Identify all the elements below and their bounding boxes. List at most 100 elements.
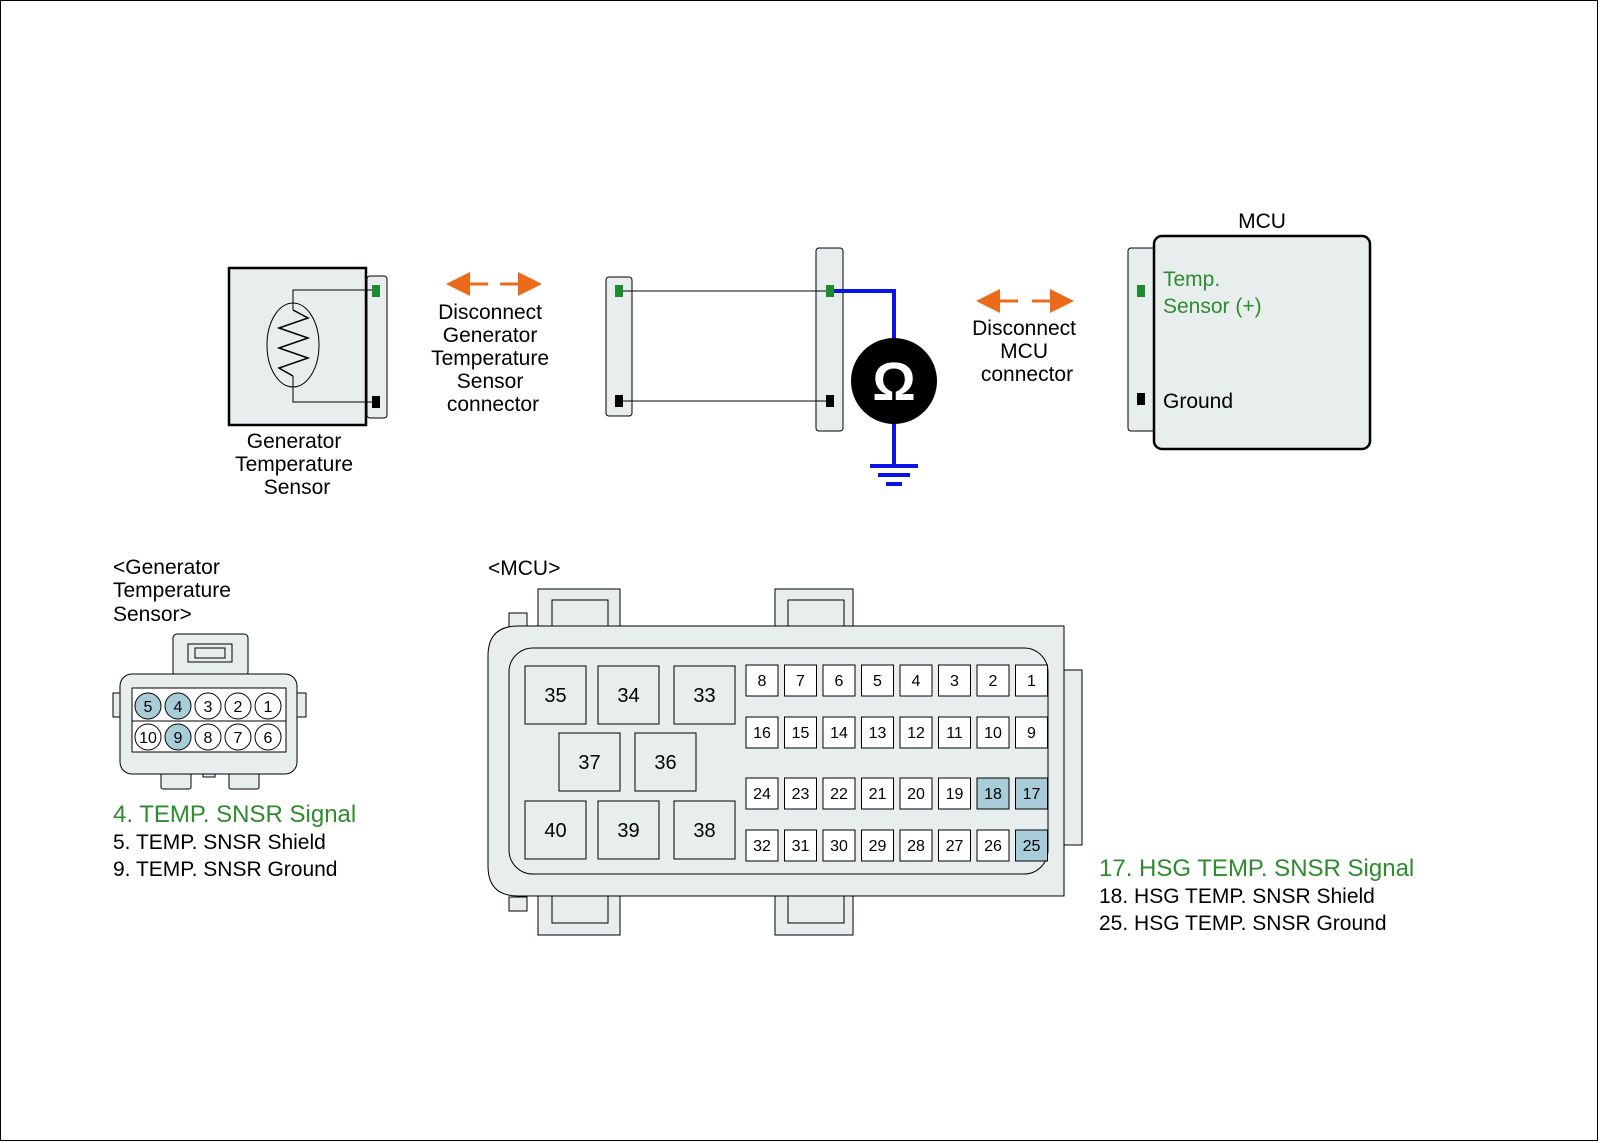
mcu-pin-label-14: 14 xyxy=(830,725,848,742)
mcu-pin-33 xyxy=(673,665,736,725)
mcu-legend-signal: 17. HSG TEMP. SNSR Signal xyxy=(1099,855,1414,882)
mcu-pin-31 xyxy=(784,829,817,862)
mcu-pin-34 xyxy=(597,665,660,725)
mcu-pin-label-34: 34 xyxy=(617,685,639,707)
mcu-block xyxy=(1127,234,1372,451)
mcu-pin-label-26: 26 xyxy=(984,838,1002,855)
mcu-pin-label-2: 2 xyxy=(989,673,998,690)
mcu-pin-label-4: 4 xyxy=(912,673,921,690)
mcu-pin-label-39: 39 xyxy=(617,820,639,842)
sensor-pin-label-3: 3 xyxy=(204,699,213,716)
mcu-pin-label-30: 30 xyxy=(830,838,848,855)
sensor-pin-1 xyxy=(254,692,282,720)
sensor-pin-label-4: 4 xyxy=(174,699,183,716)
mcu-pin-label-38: 38 xyxy=(693,820,715,842)
mcu-pin-label-22: 22 xyxy=(830,786,848,803)
mcu-pin-label-33: 33 xyxy=(693,685,715,707)
sensor-legend-shield: 5. TEMP. SNSR Shield xyxy=(113,831,326,854)
mcu-pin-29 xyxy=(861,829,894,862)
mcu-pin-label-25: 25 xyxy=(1023,838,1041,855)
mcu-pin-6 xyxy=(822,664,856,697)
mcu-pin-label-27: 27 xyxy=(946,838,964,855)
sensor-pin-5 xyxy=(134,692,162,720)
mcu-pin-24 xyxy=(745,777,779,810)
sensor-legend-ground: 9. TEMP. SNSR Ground xyxy=(113,858,338,881)
mcu-legend-shield: 18. HSG TEMP. SNSR Shield xyxy=(1099,885,1375,908)
mcu-pin-label-3: 3 xyxy=(950,673,959,690)
mcu-pin-label-21: 21 xyxy=(869,786,887,803)
mcu-pin-3 xyxy=(938,664,971,697)
mcu-pin-label-18: 18 xyxy=(984,786,1002,803)
mcu-pin-27 xyxy=(938,829,971,862)
sensor-connector-face: 5 4 3 2 1 10 9 8 7 6 xyxy=(112,633,307,790)
mcu-pin-label-7: 7 xyxy=(796,673,805,690)
mcu-pin-32 xyxy=(745,829,779,862)
mcu-pin-13 xyxy=(861,716,894,749)
mcu-pin-12 xyxy=(899,716,933,749)
mcu-pin-22 xyxy=(822,777,856,810)
sensor-connector-title: <Generator Temperature Sensor> xyxy=(113,556,237,626)
mcu-pin-label-1: 1 xyxy=(1027,673,1036,690)
mcu-pin-28 xyxy=(899,829,933,862)
mcu-pin-label-10: 10 xyxy=(984,725,1002,742)
sensor-pin-9 xyxy=(164,723,192,751)
sensor-pin-label-2: 2 xyxy=(234,699,243,716)
mcu-title: MCU xyxy=(1238,210,1286,233)
mcu-pin-label-16: 16 xyxy=(753,725,771,742)
mcu-pin-35 xyxy=(524,665,587,725)
mcu-pin-37 xyxy=(558,732,621,792)
sensor-ground-terminal xyxy=(372,396,380,408)
sensor-pin-label-9: 9 xyxy=(174,730,183,747)
sensor-pin-label-1: 1 xyxy=(264,699,273,716)
sensor-legend-signal: 4. TEMP. SNSR Signal xyxy=(113,801,356,828)
mcu-pin-30 xyxy=(822,829,856,862)
mcu-pin-39 xyxy=(597,800,660,860)
mcu-pin-14 xyxy=(822,716,856,749)
sensor-pin-label-5: 5 xyxy=(144,699,153,716)
mcu-pin-label-9: 9 xyxy=(1027,725,1036,742)
mcu-pin-38 xyxy=(673,800,736,860)
mcu-pin-label-8: 8 xyxy=(758,673,767,690)
harness-wiring xyxy=(605,247,844,432)
svg-text:Ω: Ω xyxy=(872,352,915,412)
mcu-legend-ground: 25. HSG TEMP. SNSR Ground xyxy=(1099,912,1387,935)
mcu-pin-4 xyxy=(899,664,933,697)
sensor-signal-terminal xyxy=(372,285,380,297)
mcu-pin-26 xyxy=(976,829,1010,862)
mcu-pin-label-6: 6 xyxy=(835,673,844,690)
mcu-pin-36 xyxy=(634,732,697,792)
mcu-connector-title: <MCU> xyxy=(488,557,560,580)
mcu-pin-25 xyxy=(1015,829,1048,862)
sensor-pin-label-7: 7 xyxy=(234,730,243,747)
mcu-pin-label-12: 12 xyxy=(907,725,925,742)
mcu-pin-23 xyxy=(784,777,817,810)
sensor-pin-10 xyxy=(134,723,162,751)
mcu-pin-40 xyxy=(524,800,587,860)
mcu-temp-sensor-label: Temp. Sensor (+) xyxy=(1163,268,1262,318)
mcu-pin-2 xyxy=(976,664,1010,697)
ohmmeter-icon: Ω xyxy=(834,289,937,486)
sensor-pin-label-10: 10 xyxy=(139,730,157,747)
mcu-pin-label-15: 15 xyxy=(792,725,810,742)
sensor-pin-3 xyxy=(194,692,222,720)
sensor-pin-7 xyxy=(224,723,252,751)
mcu-pin-5 xyxy=(861,664,894,697)
mcu-pin-15 xyxy=(784,716,817,749)
disconnect-mcu-label: Disconnect MCU connector xyxy=(972,317,1082,386)
mcu-pin-label-29: 29 xyxy=(869,838,887,855)
mcu-pin-11 xyxy=(938,716,971,749)
mcu-pin-8 xyxy=(745,664,779,697)
sensor-pin-label-6: 6 xyxy=(264,730,273,747)
mcu-pin-label-36: 36 xyxy=(654,752,676,774)
sensor-pin-label-8: 8 xyxy=(204,730,213,747)
mcu-pin-21 xyxy=(861,777,894,810)
mcu-pin-label-24: 24 xyxy=(753,786,771,803)
sensor-pin-2 xyxy=(224,692,252,720)
mcu-pin-17 xyxy=(1015,777,1048,810)
mcu-pin-1 xyxy=(1015,664,1048,697)
generator-temperature-sensor xyxy=(227,266,388,427)
mcu-pin-label-35: 35 xyxy=(544,685,566,707)
